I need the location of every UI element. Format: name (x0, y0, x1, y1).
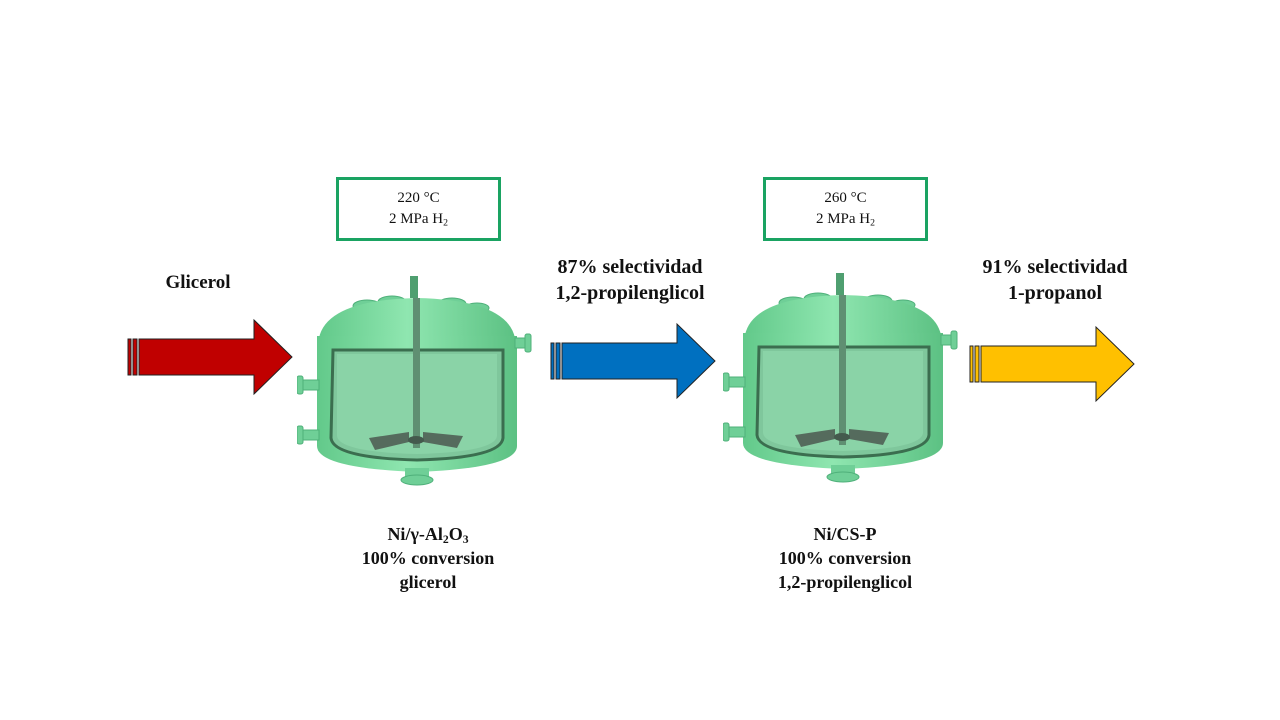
reactor-vessel-icon (297, 268, 537, 488)
stage1-pressure: 2 MPa H2 (388, 211, 449, 229)
stage1-temperature: 220 °C (397, 190, 440, 206)
intermediate-label: 87% selectividad 1,2-propilenglicol (520, 254, 740, 306)
stage2-conversion: 100% conversion (778, 548, 912, 568)
stage1-catalyst-label: Ni/γ-Al2O3 100% conversion glicerol (318, 522, 538, 594)
intermediate-selectivity: 87% selectividad (557, 256, 703, 278)
stage2-temperature: 260 °C (824, 190, 867, 206)
feed-label: Glicerol (165, 272, 231, 293)
stage1-conditions-box: 220 °C 2 MPa H2 (336, 177, 501, 241)
intermediate-product: 1,2-propilenglicol (555, 282, 705, 304)
stage1-substrate: glicerol (399, 572, 457, 592)
feed-arrow (127, 318, 293, 396)
reactor-vessel-icon (723, 265, 963, 485)
stage2-pressure: 2 MPa H2 (815, 211, 876, 229)
stage1-catalyst-name: Ni/γ-Al2O3 (387, 524, 469, 546)
product-arrow (969, 325, 1135, 403)
stage2-conditions-box: 260 °C 2 MPa H2 (763, 177, 928, 241)
intermediate-arrow (550, 322, 716, 400)
stage2-substrate: 1,2-propilenglicol (777, 572, 913, 592)
final-label: 91% selectividad 1-propanol (945, 254, 1165, 306)
stage2-catalyst-name: Ni/CS-P (813, 524, 877, 544)
final-product: 1-propanol (1007, 282, 1103, 304)
stage2-catalyst-label: Ni/CS-P 100% conversion 1,2-propilenglic… (735, 522, 955, 594)
final-selectivity: 91% selectividad (982, 256, 1128, 278)
stage1-conversion: 100% conversion (361, 548, 495, 568)
